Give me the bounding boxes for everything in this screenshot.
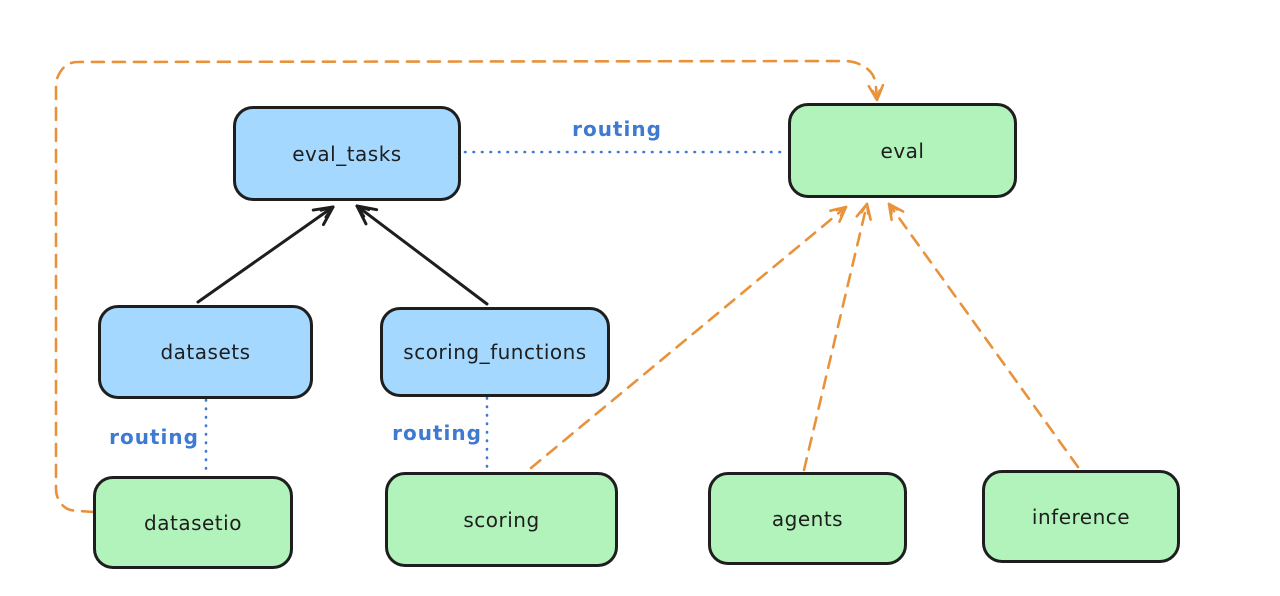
node-scoring-functions: scoring_functions: [380, 307, 610, 397]
node-eval-label: eval: [880, 138, 925, 163]
node-datasets-label: datasets: [160, 340, 251, 364]
node-scoring: scoring: [385, 472, 618, 567]
node-inference-label: inference: [1031, 504, 1131, 529]
node-scoring-label: scoring: [463, 507, 540, 532]
edge-inference-to-eval: [887, 202, 1080, 469]
edge-scoring-to-eval-arrowhead: [829, 205, 848, 223]
node-eval: eval: [788, 103, 1017, 198]
edge-inference-to-eval-arrowhead-inner: [887, 202, 899, 215]
edge-agents-to-eval-arrowhead-inner: [860, 202, 870, 216]
edge-agents-to-eval: [802, 202, 869, 472]
node-agents-label: agents: [771, 506, 844, 531]
edge-scoring_functions-to-eval_tasks-arrowhead: [355, 204, 379, 226]
node-datasetio-label: datasetio: [144, 510, 242, 535]
routing-label-scoring: routing: [392, 421, 482, 445]
edge-inference-to-eval-arrowhead: [887, 202, 905, 222]
edge-datasets-to-eval_tasks-arrowhead: [311, 205, 335, 227]
node-datasetio: datasetio: [93, 476, 293, 569]
edge-scoring-to-eval-arrowhead-inner: [835, 205, 848, 217]
edge-datasets-to-eval_tasks-arrowhead-inner: [319, 205, 335, 219]
node-inference: inference: [982, 470, 1180, 563]
node-eval-tasks-label: eval_tasks: [292, 141, 402, 166]
edge-datasetio-to-eval-arrowhead: [867, 83, 885, 102]
edge-scoring_functions-to-eval_tasks-arrowhead-inner: [355, 204, 371, 218]
edge-scoring_functions-to-eval_tasks: [355, 204, 489, 306]
routing-label-datasets: routing: [109, 425, 199, 449]
node-agents: agents: [708, 472, 907, 565]
edge-agents-to-eval-arrowhead: [855, 202, 872, 221]
node-eval-tasks: eval_tasks: [233, 106, 461, 201]
edge-datasets-to-eval_tasks: [196, 205, 335, 304]
node-scoring-functions-label: scoring_functions: [403, 340, 587, 364]
edge-datasetio-to-eval-arrowhead-inner: [871, 89, 881, 102]
node-datasets: datasets: [98, 305, 313, 399]
routing-label-top: routing: [572, 117, 662, 141]
